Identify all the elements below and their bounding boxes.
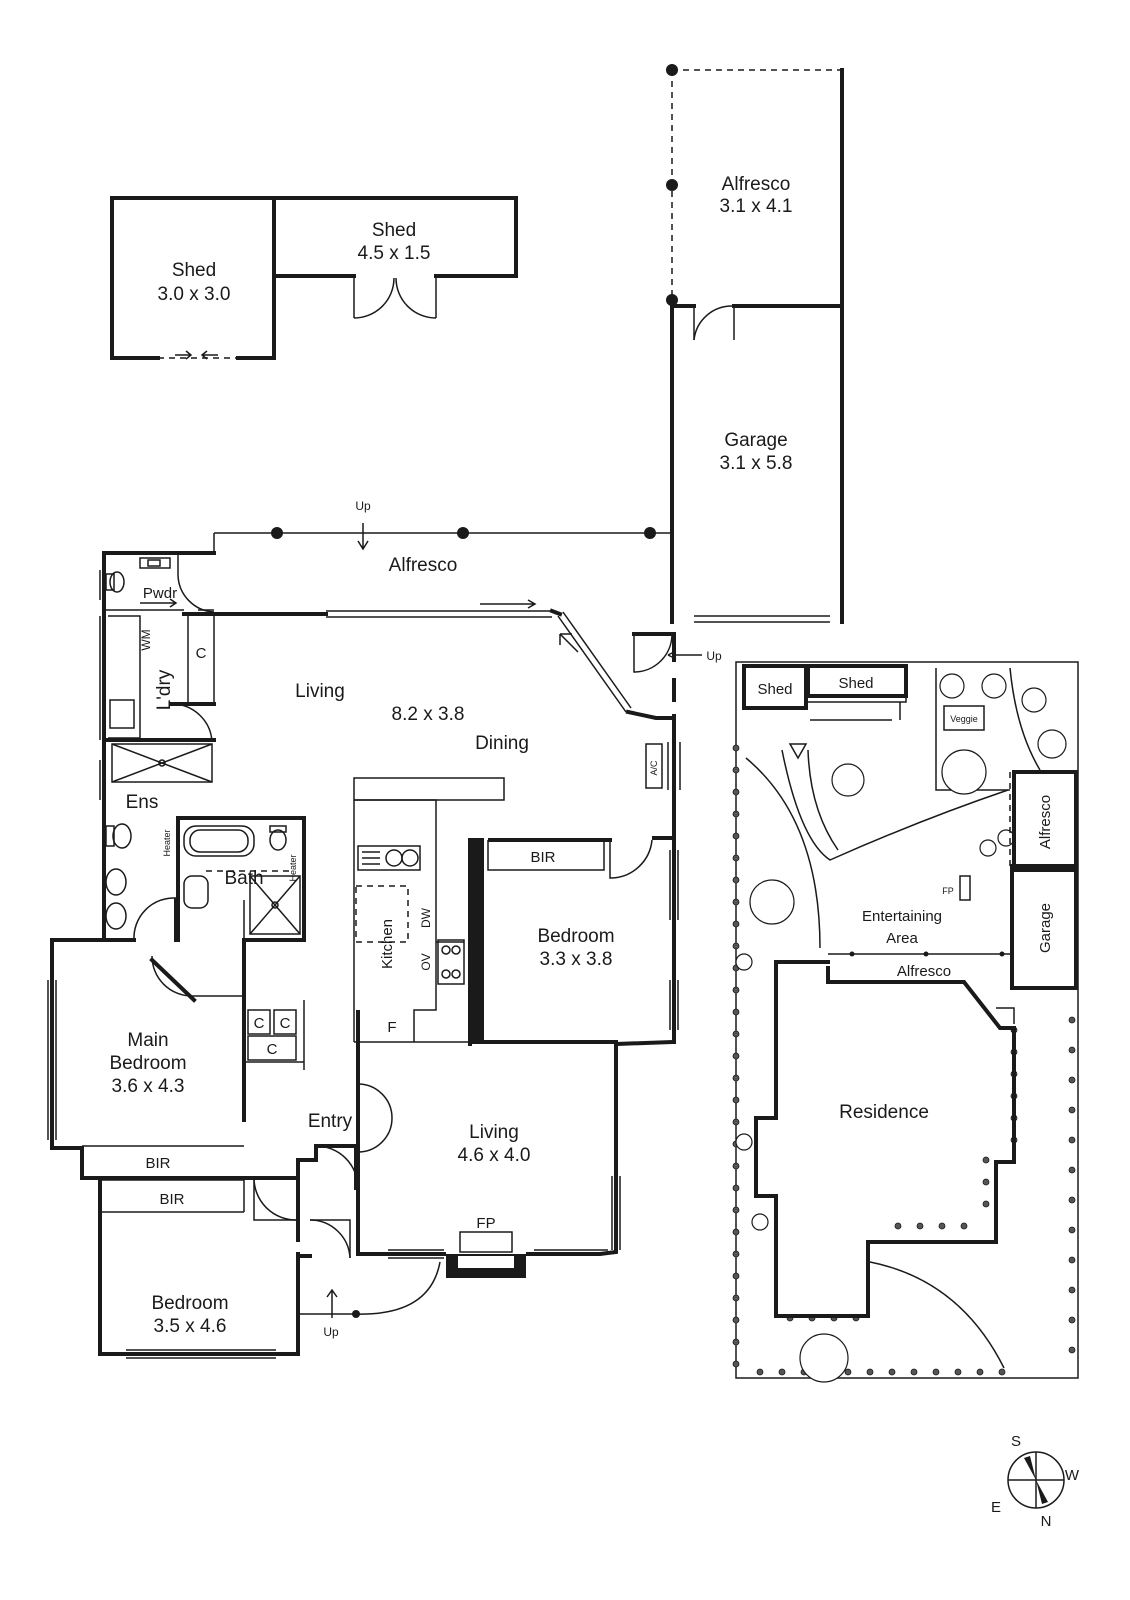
bir-main: BIR [145,1155,170,1172]
living-label: Living [295,681,345,702]
ensuite-label: Ens [126,792,159,813]
site-alfresco-side: Alfresco [1037,795,1054,849]
bedroom-front-label: Bedroom [151,1293,228,1314]
entertaining-line2: Area [886,930,918,947]
cupboard-1: C [254,1015,265,1032]
site-garage: Garage [1037,903,1054,953]
bedroom-east-label: Bedroom [537,926,614,947]
living-front-size: 4.6 x 4.0 [458,1145,531,1166]
bath-label: Bath [224,868,263,889]
cupboard-2: C [280,1015,291,1032]
main-bedroom-line1: Main [127,1030,168,1051]
site-fp: FP [942,886,954,896]
cupboard-laundry: C [196,645,207,662]
alfresco-rear: Up Alfresco [213,499,672,576]
shed-large: Shed 3.0 x 3.0 [110,196,276,360]
powder-label: Pwdr [143,585,177,602]
garage-size: 3.1 x 5.8 [720,453,793,474]
heater-ens: Heater [162,829,172,856]
alfresco-top-size: 3.1 x 4.1 [720,196,793,217]
living-front-label: Living [469,1122,519,1143]
residence-label: Residence [839,1102,929,1123]
fp-front-label: FP [476,1215,495,1232]
house-walls: A/C Up BIR Bedroom 3.3 x 3.8 Kitchen DW … [47,551,722,1359]
alfresco-rear-label: Alfresco [389,555,458,576]
shed-small: Shed 4.5 x 1.5 [272,196,518,319]
compass: S W E N [991,1433,1080,1530]
main-bedroom-line2: Bedroom [109,1053,186,1074]
compass-n: N [1041,1513,1052,1530]
site-alfresco: Alfresco [897,963,951,980]
living-size: 8.2 x 3.8 [392,704,465,725]
site-shed-b: Shed [838,675,873,692]
alfresco-top: Alfresco 3.1 x 4.1 [666,64,844,308]
ov-label: OV [419,953,433,970]
compass-s: S [1011,1433,1021,1450]
bedroom-east-size: 3.3 x 3.8 [540,949,613,970]
dining-label: Dining [475,733,529,754]
garage-label: Garage [724,430,787,451]
veggie-label: Veggie [950,714,978,724]
shed-large-size: 3.0 x 3.0 [158,284,231,305]
alfresco-up-label: Up [355,499,371,513]
bedroom-front-size: 3.5 x 4.6 [154,1316,227,1337]
site-shed-a: Shed [757,681,792,698]
site-plan: Shed Shed Veggie Alfresco Garage [732,661,1079,1383]
entry-label: Entry [308,1111,353,1132]
bir-front: BIR [159,1191,184,1208]
cupboard-3: C [267,1041,278,1058]
shed-small-label: Shed [372,220,416,241]
main-bedroom-size: 3.6 x 4.3 [112,1076,185,1097]
compass-w: W [1065,1467,1080,1484]
side-door-up-label: Up [706,649,722,663]
entertaining-line1: Entertaining [862,908,942,925]
wm-label: WM [139,629,153,650]
shed-small-size: 4.5 x 1.5 [358,243,431,264]
heater-bath: Heater [288,854,298,881]
alfresco-top-label: Alfresco [722,174,791,195]
kitchen-label: Kitchen [379,919,396,969]
fridge-label: F [387,1019,396,1036]
shed-large-label: Shed [172,260,216,281]
compass-e: E [991,1499,1001,1516]
ac-label: A/C [649,760,659,776]
dw-label: DW [419,907,433,928]
garage-room: Garage 3.1 x 5.8 [670,298,844,624]
bir-bedroom-east: BIR [530,849,555,866]
entry-up-label: Up [323,1325,339,1339]
laundry-label: L'dry [154,669,175,710]
